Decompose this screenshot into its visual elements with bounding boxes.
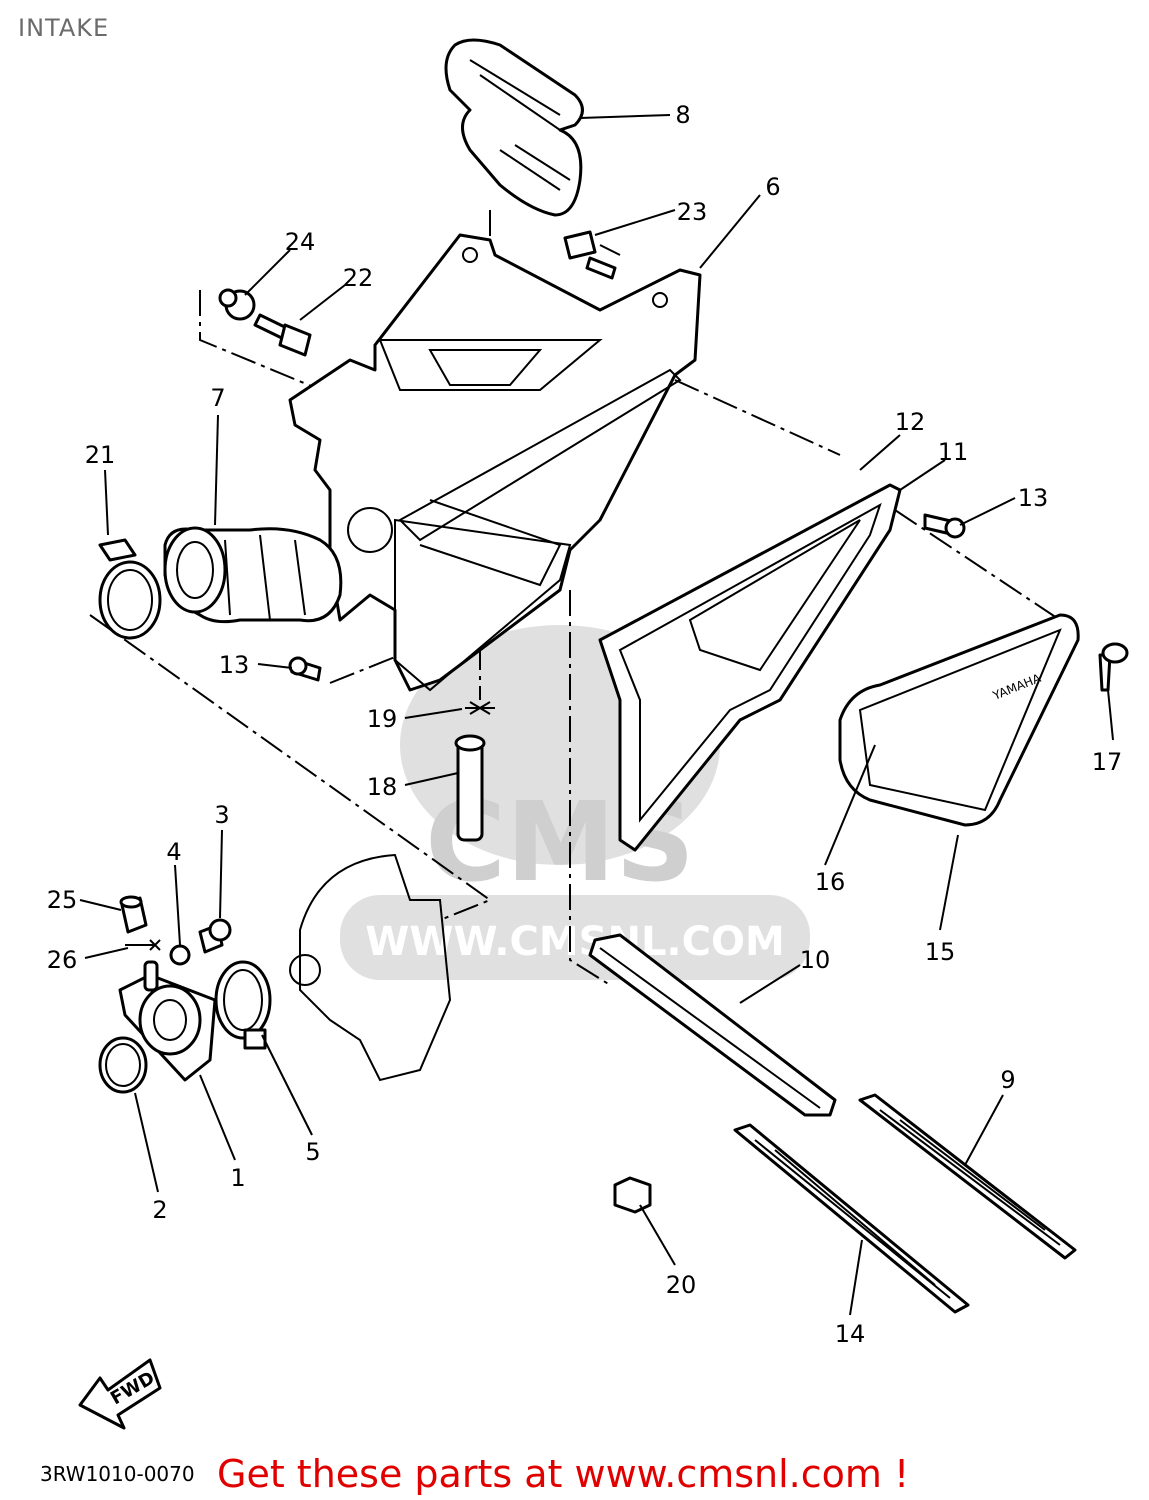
part-14-screen — [733, 1123, 970, 1314]
part-13-screw-lower — [288, 656, 322, 682]
callout-5: 5 — [305, 1138, 320, 1166]
watermark-url: WWW.CMSNL.COM — [365, 919, 785, 965]
part-1-carb-joint — [118, 960, 217, 1082]
callout-23: 23 — [677, 198, 708, 226]
watermark-banner — [340, 895, 810, 980]
callout-11: 11 — [938, 438, 969, 466]
callout-8: 8 — [675, 101, 690, 129]
callout-20: 20 — [666, 1271, 697, 1299]
part-8-intake-duct — [444, 38, 584, 217]
callout-13-lower: 13 — [219, 651, 250, 679]
callout-6: 6 — [765, 173, 780, 201]
part-20-block — [613, 1176, 652, 1214]
callout-1: 1 — [230, 1164, 245, 1192]
callout-12: 12 — [895, 408, 926, 436]
callout-2: 2 — [152, 1196, 167, 1224]
part-18-drain-tube — [454, 734, 486, 842]
callout-21: 21 — [85, 441, 116, 469]
callout-3: 3 — [214, 801, 229, 829]
callout-7: 7 — [210, 384, 225, 412]
callout-18: 18 — [367, 773, 398, 801]
part-25-pin — [119, 895, 148, 934]
callouts: 8 6 23 24 22 7 21 12 11 13 13 19 18 17 1… — [47, 101, 1123, 1348]
leader-lines — [79, 114, 1114, 1316]
part-15-cover: YAMAHA — [838, 613, 1080, 827]
part-19-clip — [465, 701, 495, 715]
part-10-filter-element — [588, 933, 837, 1117]
part-7-joint — [163, 526, 343, 624]
callout-9: 9 — [1000, 1066, 1015, 1094]
part-21-clamp — [98, 538, 162, 640]
callout-10: 10 — [800, 946, 831, 974]
promo-link[interactable]: Get these parts at www.cmsnl.com ! — [217, 1452, 910, 1496]
part-23-bolt — [563, 230, 617, 280]
part-5-clamp — [214, 960, 272, 1050]
diagram-code: 3RW1010-0070 — [40, 1462, 195, 1486]
callout-25: 25 — [47, 886, 78, 914]
part-13-screw-upper — [923, 513, 966, 539]
callout-26: 26 — [47, 946, 78, 974]
callout-17: 17 — [1092, 748, 1123, 776]
part-26-clip — [125, 939, 161, 951]
engine-outline — [289, 853, 452, 1082]
callout-4: 4 — [166, 838, 181, 866]
callout-22: 22 — [343, 264, 374, 292]
part-22-bolt — [253, 313, 312, 357]
callout-13-upper: 13 — [1018, 484, 1049, 512]
part-12-seal-frame — [598, 483, 902, 852]
part-6-air-cleaner-case — [288, 233, 702, 692]
part-24-nut — [218, 288, 256, 321]
callout-16: 16 — [815, 868, 846, 896]
part-3-screw — [198, 918, 232, 954]
callout-14: 14 — [835, 1320, 866, 1348]
callout-24: 24 — [285, 228, 316, 256]
part-17-screw — [1098, 642, 1129, 692]
page-title: INTAKE — [18, 14, 110, 42]
callout-15: 15 — [925, 938, 956, 966]
fwd-arrow-icon: FWD — [78, 1358, 162, 1430]
part-9-screen — [858, 1093, 1077, 1260]
callout-19: 19 — [367, 705, 398, 733]
part-2-o-ring — [98, 1036, 148, 1094]
part-4-washer — [169, 944, 191, 966]
